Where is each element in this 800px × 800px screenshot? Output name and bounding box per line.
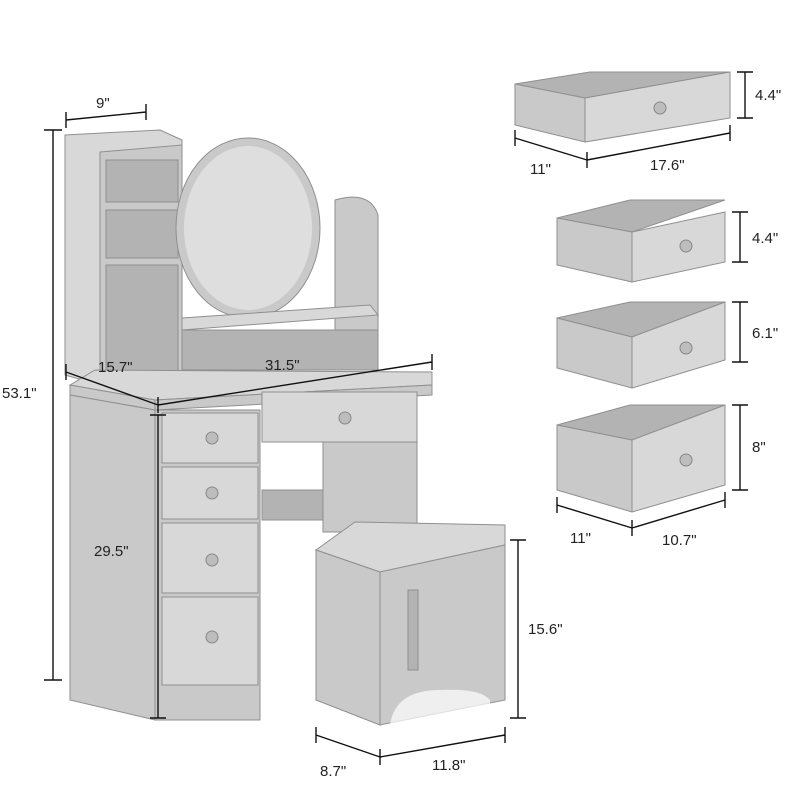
stool-height-label: 15.6" — [528, 621, 563, 638]
drawer-3 — [556, 301, 726, 389]
total-height-label: 53.1" — [2, 385, 37, 402]
drawer-2-height-label: 4.4" — [752, 230, 778, 247]
drawer-2 — [556, 199, 726, 283]
drawer-4-depth-label: 11" — [570, 530, 591, 547]
drawer-illustrations — [514, 71, 731, 513]
drawer-1 — [514, 71, 731, 143]
stool-illustration — [314, 521, 506, 726]
desk-depth-label: 15.7" — [98, 359, 133, 376]
vanity-illustration — [64, 129, 433, 721]
drawer-3-height-label: 6.1" — [752, 325, 778, 342]
hutch-depth-label: 9" — [96, 95, 110, 112]
drawer-1-height-label: 4.4" — [755, 87, 781, 104]
dimension-lines — [44, 71, 753, 765]
drawer-1-depth-label: 11" — [530, 161, 551, 178]
desk-height-label: 29.5" — [94, 543, 129, 560]
stool-width-label: 11.8" — [432, 757, 465, 774]
stool-depth-label: 8.7" — [320, 763, 346, 780]
desk-width-label: 31.5" — [265, 357, 300, 374]
drawer-4 — [556, 404, 726, 513]
drawer-4-height-label: 8" — [752, 439, 766, 456]
drawer-4-width-label: 10.7" — [662, 532, 697, 549]
drawer-1-width-label: 17.6" — [650, 157, 685, 174]
